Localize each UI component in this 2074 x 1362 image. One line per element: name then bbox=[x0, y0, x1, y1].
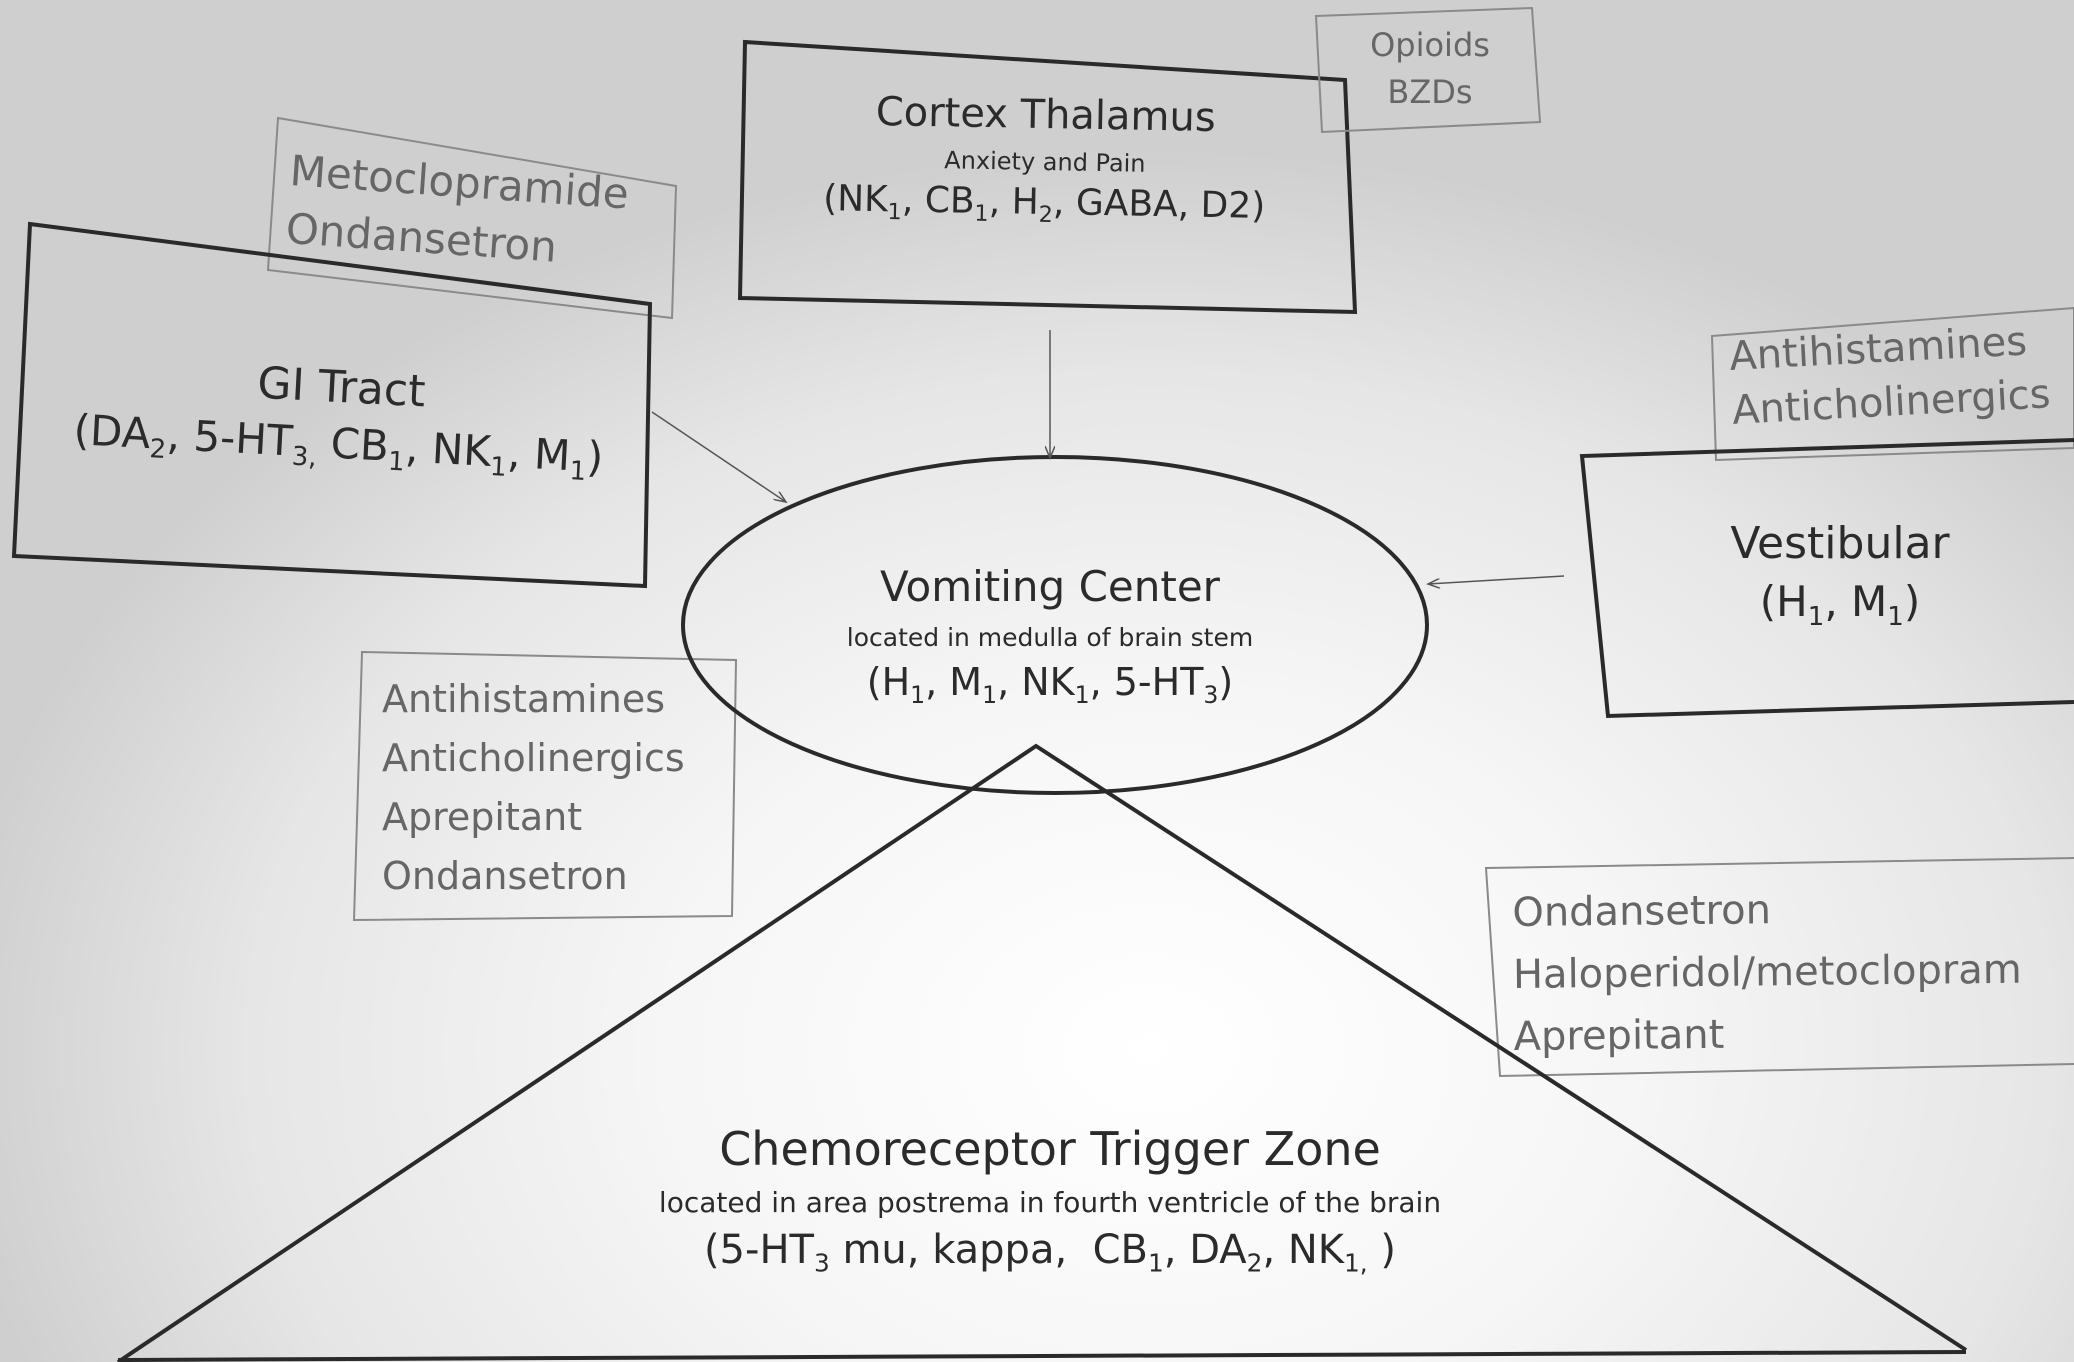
vomiting-center-subtitle: located in medulla of brain stem bbox=[846, 623, 1254, 652]
arrow-vestibular-to-vomiting bbox=[1428, 575, 1565, 584]
cortex-thalamus-label-group: Cortex Thalamus Anxiety and Pain (NK1, C… bbox=[779, 87, 1311, 228]
gi-drugs-list: Metoclopramide Ondansetron bbox=[284, 142, 631, 281]
arrow-gi-to-vomiting bbox=[651, 411, 786, 502]
ctz-drug-box bbox=[1484, 857, 2074, 1078]
ctz-drug-item: Haloperidol/metoclopram bbox=[1512, 946, 2022, 998]
vestibular-receptors: (H1, M1) bbox=[1759, 577, 1921, 633]
vomiting-drugs-list: Antihistamines Anticholinergics Aprepita… bbox=[382, 670, 685, 906]
cortex-thalamus-subtitle: Anxiety and Pain bbox=[944, 146, 1146, 178]
cortex-drug-item: Opioids bbox=[1370, 26, 1490, 64]
vestibular-drug-box bbox=[1710, 306, 2074, 462]
ctz-drugs-list: Ondansetron Haloperidol/metoclopram Apre… bbox=[1512, 877, 2023, 1068]
vomiting-drug-box bbox=[352, 650, 738, 922]
vestibular-label-group: Vestibular (H1, M1) bbox=[1690, 518, 1990, 633]
ctz-triangle-base bbox=[117, 1350, 1967, 1362]
ctz-drug-item: Aprepitant bbox=[1513, 1011, 1725, 1060]
ctz-title: Chemoreceptor Trigger Zone bbox=[719, 1122, 1381, 1176]
vomiting-center-label-group: Vomiting Center located in medulla of br… bbox=[800, 562, 1300, 710]
vestibular-box bbox=[1579, 438, 2074, 719]
ctz-triangle bbox=[116, 743, 1968, 1362]
vestibular-drugs-list: Antihistamines Anticholinergics bbox=[1728, 313, 2052, 438]
cortex-thalamus-box bbox=[737, 39, 1358, 315]
ctz-receptors: (5-HT3 mu, kappa, CB1, DA2, NK1, ) bbox=[703, 1227, 1397, 1278]
vomiting-drug-item: Aprepitant bbox=[382, 795, 583, 839]
cortex-drug-box bbox=[1314, 6, 1542, 134]
vomiting-drug-item: Ondansetron bbox=[382, 854, 628, 898]
vomiting-center-receptors: (H1, M1, NK1, 5-HT3) bbox=[866, 660, 1234, 710]
gi-drug-box bbox=[266, 116, 678, 320]
ctz-label-group: Chemoreceptor Trigger Zone located in ar… bbox=[620, 1122, 1480, 1278]
cortex-drug-item: BZDs bbox=[1387, 73, 1473, 111]
vomiting-drug-item: Antihistamines bbox=[382, 677, 665, 721]
cortex-thalamus-title: Cortex Thalamus bbox=[875, 89, 1217, 141]
ctz-subtitle: located in area postrema in fourth ventr… bbox=[658, 1186, 1442, 1219]
vomiting-center-ellipse bbox=[681, 455, 1429, 795]
vestibular-title: Vestibular bbox=[1730, 518, 1950, 569]
gi-tract-box bbox=[11, 221, 653, 589]
vomiting-drug-item: Anticholinergics bbox=[382, 736, 685, 780]
ctz-drug-item: Ondansetron bbox=[1512, 887, 1772, 936]
cortex-drugs-list: Opioids BZDs bbox=[1330, 22, 1530, 116]
vomiting-center-title: Vomiting Center bbox=[880, 562, 1220, 611]
